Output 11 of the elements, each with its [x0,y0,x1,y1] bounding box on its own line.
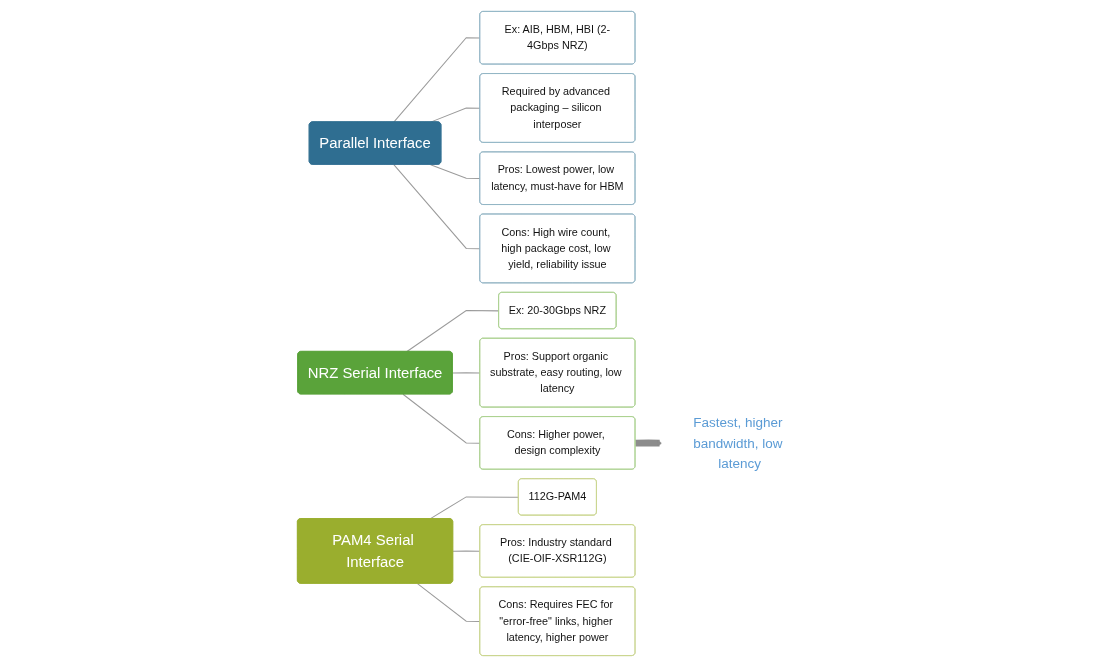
connector [393,37,481,123]
arrow [635,439,663,447]
connector [429,496,520,520]
node-text: Fastest, higher bandwidth, low latency [693,415,783,471]
connector [452,372,481,374]
connector [393,164,481,250]
connector [417,583,481,622]
connector [430,164,481,180]
connector [402,393,481,444]
connector [452,550,481,552]
connector [406,310,500,353]
